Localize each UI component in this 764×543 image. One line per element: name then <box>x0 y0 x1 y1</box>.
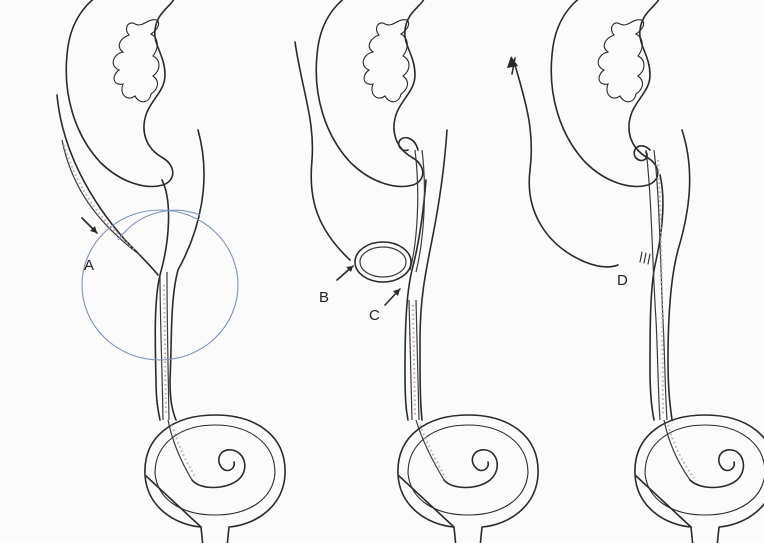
label-c: C <box>369 307 380 324</box>
panel-d: D <box>507 0 764 543</box>
panel-a: A <box>57 0 285 543</box>
panel-b-c: B C <box>295 0 538 543</box>
label-d: D <box>617 272 628 289</box>
label-b: B <box>319 289 329 306</box>
label-a: A <box>84 257 94 274</box>
